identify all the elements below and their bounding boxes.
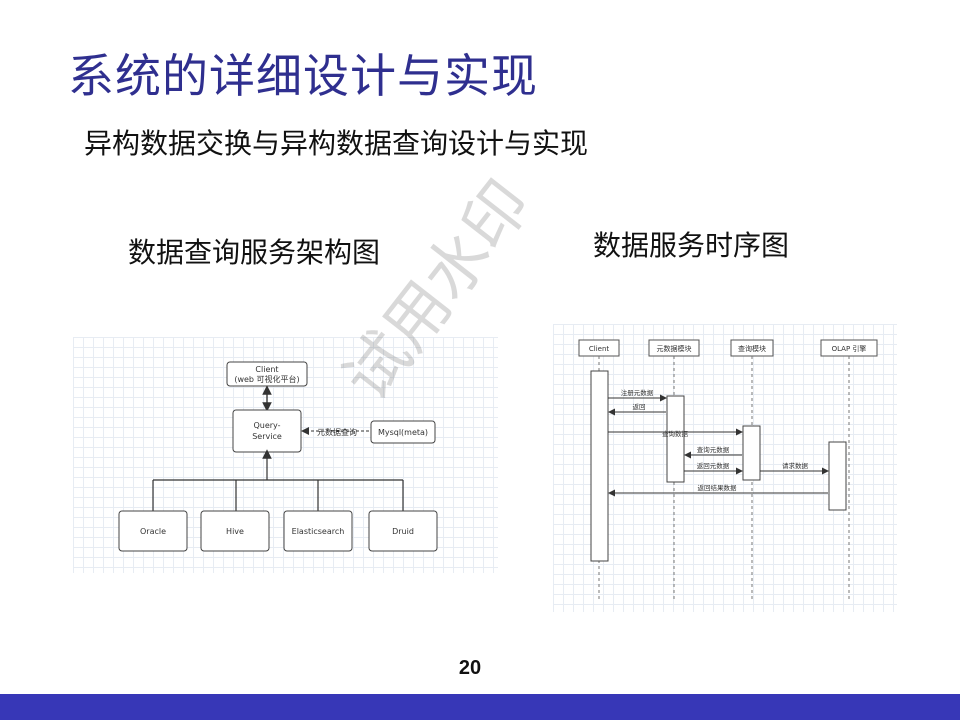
node-elasticsearch-label: Elasticsearch xyxy=(292,527,345,536)
node-hive-box xyxy=(200,510,270,552)
node-elasticsearch-box xyxy=(283,510,353,552)
node-druid-box xyxy=(368,510,438,552)
node-hive-label: Hive xyxy=(226,527,244,536)
node-druid-label: Druid xyxy=(392,527,414,536)
participant-metadata-label: 元数据模块 xyxy=(657,344,692,353)
slide-subtitle: 异构数据交换与异构数据查询设计与实现 xyxy=(84,127,589,160)
meta-edge-label: 元数据查询 xyxy=(317,427,357,437)
msg-return-meta-label: 返回元数据 xyxy=(697,461,730,470)
activation-query xyxy=(742,425,761,481)
node-oracle-box xyxy=(118,510,188,552)
slide-title: 系统的详细设计与实现 xyxy=(68,49,538,103)
msg-query-meta-label: 查询元数据 xyxy=(697,445,730,454)
msg-register-label: 注册元数据 xyxy=(621,388,654,397)
participant-client-label: Client xyxy=(589,345,610,353)
msg-query-data-label: 查询数据 xyxy=(662,429,689,438)
mysql-label: Mysql(meta) xyxy=(378,428,428,437)
footer-bar xyxy=(0,694,960,720)
sequence-diagram-svg: Client 元数据模块 查询模块 OLAP 引擎 注册元数据 返回 查询数据 … xyxy=(578,339,878,602)
sequence-caption: 数据服务时序图 xyxy=(593,229,790,262)
sequence-diagram: Client 元数据模块 查询模块 OLAP 引擎 注册元数据 返回 查询数据 … xyxy=(553,324,897,612)
msg-result-label: 返回结果数据 xyxy=(698,483,738,492)
participant-olap-label: OLAP 引擎 xyxy=(832,344,867,353)
page-number: 20 xyxy=(458,657,482,679)
msg-request-label: 请求数据 xyxy=(782,461,809,470)
architecture-diagram-svg: Client (web 可视化平台) Query- Service 元数据查询 … xyxy=(118,361,438,552)
msg-return-label: 返回 xyxy=(633,403,646,411)
activation-olap xyxy=(828,441,847,511)
participant-query-label: 查询模块 xyxy=(738,344,766,353)
client-label: Client xyxy=(255,365,278,374)
query-service-label: Query- xyxy=(253,421,280,430)
node-oracle-label: Oracle xyxy=(140,527,166,536)
architecture-diagram: Client (web 可视化平台) Query- Service 元数据查询 … xyxy=(73,337,498,573)
query-service-box xyxy=(232,409,302,453)
mysql-box xyxy=(370,420,436,444)
architecture-caption: 数据查询服务架构图 xyxy=(128,236,381,269)
query-service-sublabel: Service xyxy=(252,432,282,441)
activation-metadata xyxy=(666,395,685,483)
activation-client xyxy=(590,370,609,562)
client-sublabel: (web 可视化平台) xyxy=(234,374,299,384)
